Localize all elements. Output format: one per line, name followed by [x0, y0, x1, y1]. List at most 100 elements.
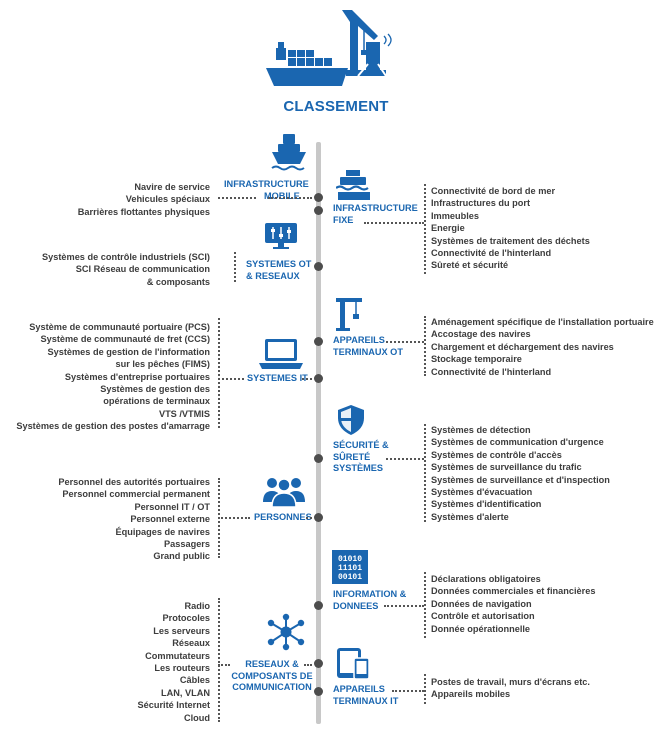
- list-item: Grand public: [153, 551, 210, 562]
- item-list-ot-networks: Systèmes de contrôle industriels (SCI) S…: [20, 251, 210, 288]
- list-item: SCI Réseau de communication: [75, 264, 210, 275]
- list-item: sur les pêches (FIMS): [115, 359, 210, 370]
- timeline-node: [314, 374, 323, 383]
- list-item: Donnée opérationnelle: [431, 623, 531, 634]
- connector-dots: [218, 378, 244, 380]
- category-people-label: PERSONNES: [254, 512, 312, 522]
- timeline-node: [314, 454, 323, 463]
- list-item: Appareils mobiles: [431, 689, 511, 700]
- item-list-infrastructure-fixe: Connectivité de bord de mer Infrastructu…: [431, 185, 651, 272]
- list-item: Connectivité de l'hinterland: [431, 248, 552, 259]
- list-item: Chargement et déchargement des navires: [431, 341, 614, 352]
- list-item: Personnel externe: [130, 514, 210, 525]
- binary-data-icon: 01010 11101 00101: [332, 550, 368, 584]
- connector-dots: [218, 318, 220, 428]
- list-item: Passagers: [164, 539, 210, 550]
- port-illustration-icon: [262, 8, 402, 94]
- timeline-node: [314, 337, 323, 346]
- connector-dots: [218, 664, 230, 666]
- list-item: Réseaux: [172, 638, 210, 649]
- list-item: Commutateurs: [145, 650, 210, 661]
- list-item: Sûreté et sécurité: [431, 260, 509, 271]
- timeline-node: [314, 687, 323, 696]
- list-item: Radio: [184, 601, 210, 611]
- connector-dots: [302, 378, 312, 380]
- connector-dots: [392, 690, 424, 692]
- item-list-information: Déclarations obligatoires Données commer…: [431, 573, 651, 635]
- laptop-icon: [258, 338, 304, 370]
- category-terminal-ot-label: APPAREILS TERMINAUX OT: [333, 335, 403, 357]
- timeline-node: [314, 206, 323, 215]
- category-information-label: INFORMATION & DONNEES: [333, 589, 407, 611]
- list-item: Accostage des navires: [431, 329, 531, 340]
- list-item: Systèmes de détection: [431, 425, 531, 435]
- list-item: opérations de terminaux: [103, 396, 210, 407]
- list-item: VTS /VTMIS: [158, 408, 210, 419]
- item-list-networks: Radio Protocoles Les serveurs Réseaux Co…: [60, 600, 211, 724]
- connector-dots: [218, 598, 220, 722]
- svg-text:01010: 01010: [338, 555, 362, 564]
- list-item: & composants: [146, 276, 210, 287]
- list-item: Systèmes de surveillance et d'inspection: [431, 474, 610, 485]
- timeline-node: [314, 601, 323, 610]
- list-item: Systèmes de gestion des: [100, 384, 210, 395]
- crane-icon: [334, 296, 364, 332]
- connector-dots: [384, 605, 424, 607]
- connector-dots: [424, 674, 426, 704]
- timeline-node: [314, 262, 323, 271]
- timeline-node: [314, 193, 323, 202]
- list-item: Systèmes d'identification: [431, 499, 542, 510]
- list-item: Vehicules spéciaux: [125, 194, 210, 205]
- connector-dots: [234, 252, 236, 282]
- timeline-spine: [316, 142, 321, 724]
- control-panel-icon: [264, 222, 298, 250]
- connector-dots: [386, 458, 424, 460]
- list-item: Les routeurs: [154, 663, 210, 674]
- item-list-it-systems: Système de communauté portuaire (PCS) Sy…: [4, 321, 210, 433]
- connector-dots: [364, 222, 424, 224]
- connector-dots: [218, 517, 250, 519]
- ship-icon: [270, 132, 308, 172]
- list-item: Stockage temporaire: [431, 354, 522, 365]
- list-item: Aménagement spécifique de l'installation…: [431, 317, 654, 327]
- category-ot-networks-label: SYSTEMES OT & RESEAUX: [246, 259, 312, 281]
- connector-dots: [306, 517, 312, 519]
- list-item: Navire de service: [134, 182, 210, 192]
- dock-icon: [336, 168, 372, 202]
- list-item: Systèmes de communication d'urgence: [431, 437, 604, 448]
- list-item: Postes de travail, murs d'écrans etc.: [431, 677, 590, 687]
- list-item: Systèmes d'entreprise portuaires: [64, 371, 210, 382]
- connector-dots: [218, 478, 220, 558]
- connector-dots: [424, 316, 426, 376]
- people-icon: [262, 474, 306, 508]
- list-item: Systèmes de gestion des postes d'amarrag…: [16, 421, 210, 432]
- connector-dots: [424, 184, 426, 274]
- category-security-label: SÉCURITÉ & SÛRETÉ SYSTÈMES: [333, 440, 389, 473]
- connector-dots: [218, 197, 256, 199]
- list-item: Connectivité de l'hinterland: [431, 366, 552, 377]
- list-item: Infrastructures du port: [431, 198, 531, 209]
- connector-dots: [304, 664, 312, 666]
- list-item: Systèmes d'évacuation: [431, 487, 533, 498]
- item-list-security: Systèmes de détection Systèmes de commun…: [431, 424, 651, 523]
- list-item: LAN, VLAN: [161, 687, 210, 698]
- connector-dots: [268, 197, 312, 199]
- category-infrastructure-fixe-label: INFRASTRUCTURE FIXE: [333, 203, 418, 225]
- item-list-terminal-it: Postes de travail, murs d'écrans etc. Ap…: [431, 676, 651, 701]
- list-item: Systèmes de traitement des déchets: [431, 235, 590, 246]
- connector-dots: [386, 341, 424, 343]
- list-item: Energie: [431, 223, 465, 234]
- category-infrastructure-mobile-label: INFRASTRUCTURE MOBILE: [224, 179, 309, 201]
- item-list-infrastructure-mobile: Navire de service Vehicules spéciaux Bar…: [40, 181, 210, 218]
- category-it-systems-label: SYSTEMES IT: [247, 373, 308, 383]
- list-item: Barrières flottantes physiques: [77, 206, 210, 217]
- list-item: Connectivité de bord de mer: [431, 186, 556, 196]
- list-item: Les serveurs: [153, 625, 210, 636]
- item-list-people: Personnel des autorités portuaires Perso…: [20, 476, 210, 563]
- list-item: Systèmes de contrôle d'accès: [431, 449, 562, 460]
- list-item: Données commerciales et financières: [431, 586, 596, 597]
- list-item: Sécurité Internet: [137, 700, 211, 711]
- list-item: Déclarations obligatoires: [431, 574, 541, 584]
- list-item: Systèmes de surveillance du trafic: [431, 462, 582, 473]
- list-item: Système de communauté portuaire (PCS): [29, 322, 210, 332]
